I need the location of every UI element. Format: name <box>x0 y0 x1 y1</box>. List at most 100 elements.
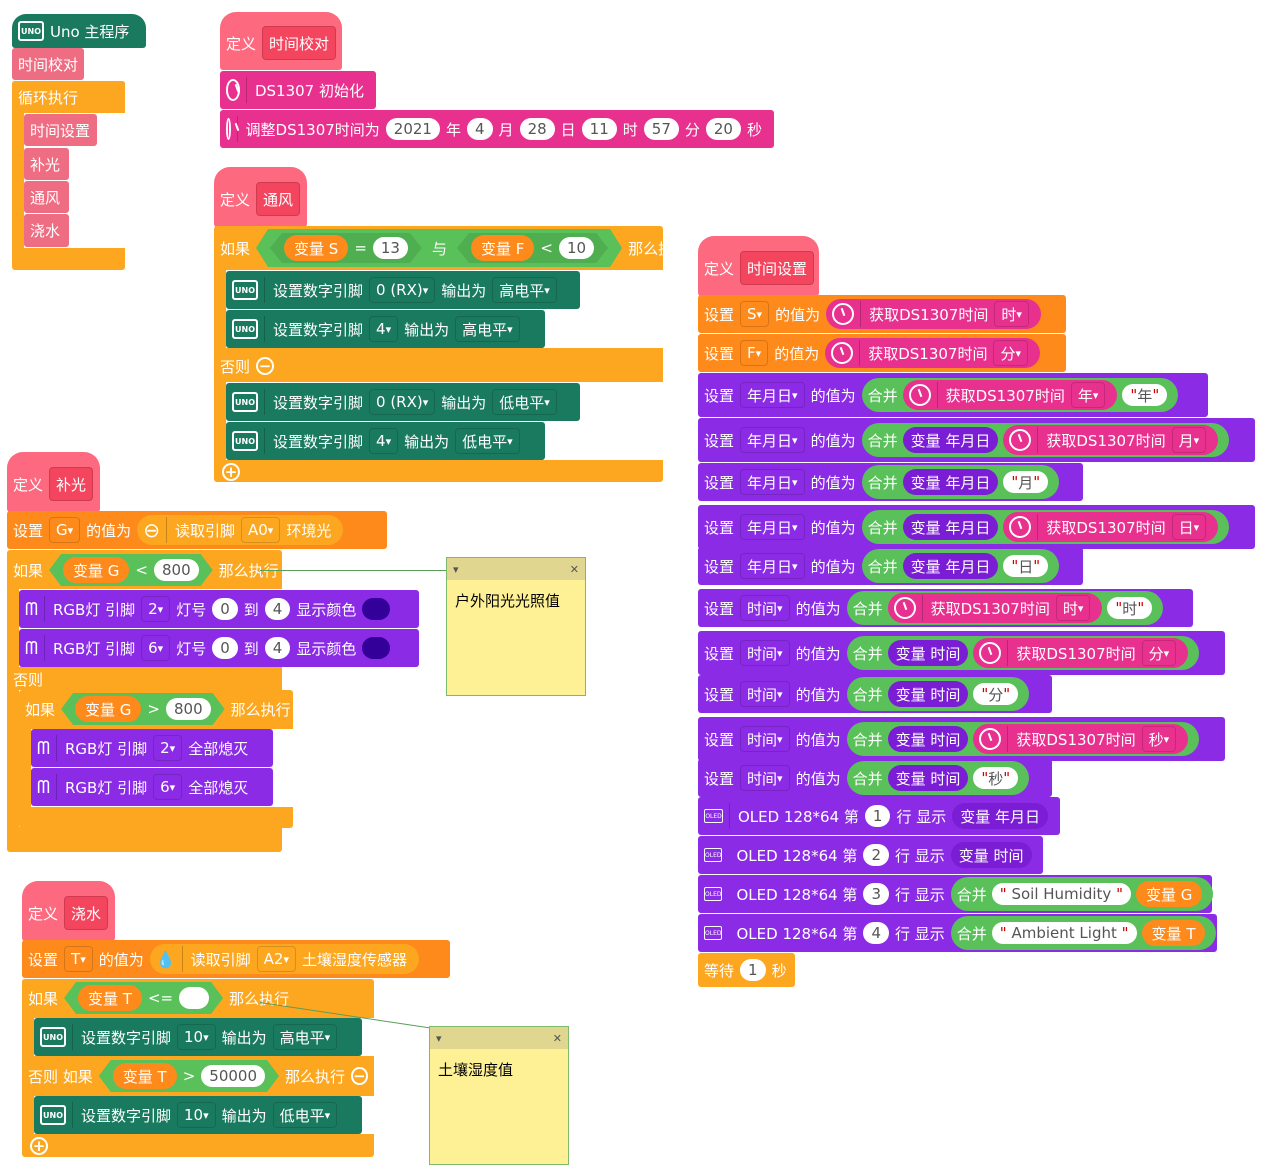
compare-condition[interactable]: 变量 T <= <box>64 982 223 1014</box>
note-text[interactable]: 户外阳光光照值 <box>455 592 561 610</box>
pin-dropdown[interactable]: 4 <box>369 428 399 454</box>
join-block[interactable]: 合并变量 年月日"日" <box>861 549 1060 583</box>
from-input[interactable]: 0 <box>212 598 238 620</box>
join-block[interactable]: 合并变量 年月日 获取DS1307时间 日 <box>861 510 1230 544</box>
variable-pill[interactable]: 变量 年月日 <box>902 469 999 495</box>
join-block[interactable]: 合并变量 时间 获取DS1307时间 秒 <box>846 722 1200 756</box>
join-block[interactable]: 合并 获取DS1307时间 年"年" <box>861 378 1179 412</box>
rgb-off-block[interactable]: ᗰ RGB灯 引脚 2 全部熄灭 <box>31 729 273 767</box>
variable-pill[interactable]: 变量 年月日 <box>952 803 1048 829</box>
and-condition[interactable]: 变量 S = 13 与 变量 F < 10 <box>256 229 622 267</box>
procedure-name[interactable]: 时间设置 <box>740 251 815 285</box>
level-dropdown[interactable]: 高电平 <box>455 316 520 342</box>
digital-write-block[interactable]: UNO 设置数字引脚 10 输出为 低电平 <box>34 1096 362 1134</box>
year-input[interactable]: 2021 <box>385 118 440 140</box>
join-block[interactable]: 合并 " Ambient Light " 变量 T <box>950 916 1217 950</box>
variable-pill[interactable]: 变量 时间 <box>950 842 1032 868</box>
set-variable-block[interactable]: 设置 G 的值为 ⊖ 读取引脚 A0 环境光 <box>7 511 387 549</box>
close-icon[interactable]: ✕ <box>569 562 579 576</box>
variable-dropdown[interactable]: G <box>49 517 81 543</box>
to-input[interactable]: 4 <box>264 637 291 659</box>
time-unit-dropdown[interactable]: 日 <box>1171 514 1207 540</box>
time-unit-dropdown[interactable]: 月 <box>1171 427 1207 453</box>
add-branch-button[interactable]: + <box>30 1137 48 1155</box>
value-input[interactable]: 13 <box>373 237 408 259</box>
pin-dropdown[interactable]: 6 <box>153 774 183 800</box>
variable-pill[interactable]: 变量 年月日 <box>902 427 999 453</box>
time-unit-dropdown[interactable]: 分 <box>1141 640 1177 666</box>
line-input[interactable]: 3 <box>863 883 889 905</box>
variable-dropdown[interactable]: 年月日 <box>740 553 805 579</box>
analog-pin-dropdown[interactable]: A0 <box>240 517 281 543</box>
value-input[interactable]: 10 <box>559 237 594 259</box>
line-input[interactable]: 2 <box>863 844 889 866</box>
call-time-calibrate[interactable]: 时间校对 <box>12 48 84 80</box>
digital-write-block[interactable]: UNO 设置数字引脚 10 输出为 高电平 <box>34 1018 362 1056</box>
time-unit-dropdown[interactable]: 秒 <box>1141 726 1177 752</box>
var-g-pill[interactable]: 变量 G <box>75 696 141 722</box>
line-input[interactable]: 1 <box>864 805 891 827</box>
light-sensor-block[interactable]: ⊖ 读取引脚 A0 环境光 <box>137 515 344 545</box>
var-t-pill[interactable]: 变量 T <box>78 985 142 1011</box>
variable-pill[interactable]: 变量 时间 <box>887 640 969 666</box>
level-dropdown[interactable]: 低电平 <box>272 1102 338 1128</box>
set-variable-block[interactable]: 设置 S 的值为 获取DS1307时间 时 <box>698 295 1066 333</box>
define-time-set[interactable]: 定义 时间设置 <box>698 236 819 296</box>
get-time-block[interactable]: 获取DS1307时间 年 <box>902 380 1118 410</box>
string-input[interactable]: "时" <box>1107 597 1153 619</box>
variable-dropdown[interactable]: 时间 <box>740 595 790 621</box>
loop-header[interactable]: 循环执行 <box>12 81 125 113</box>
set-variable-block[interactable]: 设置 F 的值为 获取DS1307时间 分 <box>698 334 1066 372</box>
pin-dropdown[interactable]: 10 <box>177 1024 216 1050</box>
time-unit-dropdown[interactable]: 年 <box>1070 382 1106 408</box>
digital-write-block[interactable]: UNO 设置数字引脚 0 (RX) 输出为 高电平 <box>226 271 580 309</box>
join-block[interactable]: 合并变量 时间 获取DS1307时间 分 <box>846 636 1200 670</box>
join-block[interactable]: 合并变量 时间"分" <box>846 677 1030 711</box>
variable-pill[interactable]: 变量 年月日 <box>902 553 999 579</box>
close-icon[interactable]: ✕ <box>552 1031 562 1045</box>
string-input[interactable]: "分" <box>973 683 1019 705</box>
get-time-block[interactable]: 获取DS1307时间 时 <box>826 299 1041 329</box>
else-header[interactable]: 否则 − <box>214 349 286 383</box>
ds1307-adjust-block[interactable]: 调整DS1307时间为 2021 年 4 月 28 日 11 时 57 分 20… <box>220 110 774 148</box>
call-water[interactable]: 浇水 <box>24 214 69 247</box>
procedure-name[interactable]: 浇水 <box>64 896 109 930</box>
collapse-icon[interactable]: ▾ <box>436 1031 442 1045</box>
comment-note[interactable]: ▾ ✕ 户外阳光光照值 <box>446 557 586 696</box>
if-header[interactable]: 如果 变量 G < 800 那么执行 <box>7 551 291 589</box>
compare-condition[interactable]: 变量 G > 800 <box>61 693 225 725</box>
variable-dropdown[interactable]: 年月日 <box>740 427 805 453</box>
oled-display-block[interactable]: OLED OLED 128*64 第 2 行 显示 变量 时间 <box>698 836 1043 874</box>
string-input[interactable]: " Soil Humidity " <box>991 883 1131 905</box>
variable-dropdown[interactable]: 时间 <box>740 681 790 707</box>
variable-dropdown[interactable]: 年月日 <box>740 469 805 495</box>
remove-branch-button[interactable]: − <box>351 1066 368 1085</box>
join-block[interactable]: 合并变量 时间"秒" <box>846 761 1030 795</box>
digital-write-block[interactable]: UNO 设置数字引脚 4 输出为 低电平 <box>226 422 545 460</box>
call-light[interactable]: 补光 <box>24 148 69 180</box>
rgb-color-block[interactable]: ᗰ RGB灯 引脚 6 灯号 0 到 4 显示颜色 <box>19 629 419 667</box>
string-input[interactable]: "秒" <box>973 767 1019 789</box>
get-time-block[interactable]: 获取DS1307时间 时 <box>887 593 1103 623</box>
analog-pin-dropdown[interactable]: A2 <box>256 946 297 972</box>
var-f-pill[interactable]: 变量 F <box>471 235 534 261</box>
threshold-input[interactable]: 800 <box>154 559 199 581</box>
oled-display-block[interactable]: OLED OLED 128*64 第 1 行 显示 变量 年月日 <box>698 797 1060 835</box>
threshold-input[interactable]: 800 <box>166 698 211 720</box>
variable-pill[interactable]: 变量 G <box>1135 881 1203 907</box>
define-time-calibrate[interactable]: 定义 时间校对 <box>220 12 342 70</box>
second-input[interactable]: 20 <box>705 118 741 140</box>
oled-display-block[interactable]: OLED OLED 128*64 第 4 行 显示 合并 " Ambient L… <box>698 914 1217 952</box>
from-input[interactable]: 0 <box>212 637 238 659</box>
variable-pill[interactable]: 变量 T <box>1141 920 1206 946</box>
compare-s[interactable]: 变量 S = 13 <box>270 233 422 263</box>
variable-dropdown[interactable]: S <box>740 301 770 327</box>
digital-write-block[interactable]: UNO 设置数字引脚 0 (RX) 输出为 低电平 <box>226 383 580 421</box>
compare-condition[interactable]: 变量 G < 800 <box>49 554 213 586</box>
variable-dropdown[interactable]: 年月日 <box>740 382 805 408</box>
call-time-set[interactable]: 时间设置 <box>24 114 97 146</box>
